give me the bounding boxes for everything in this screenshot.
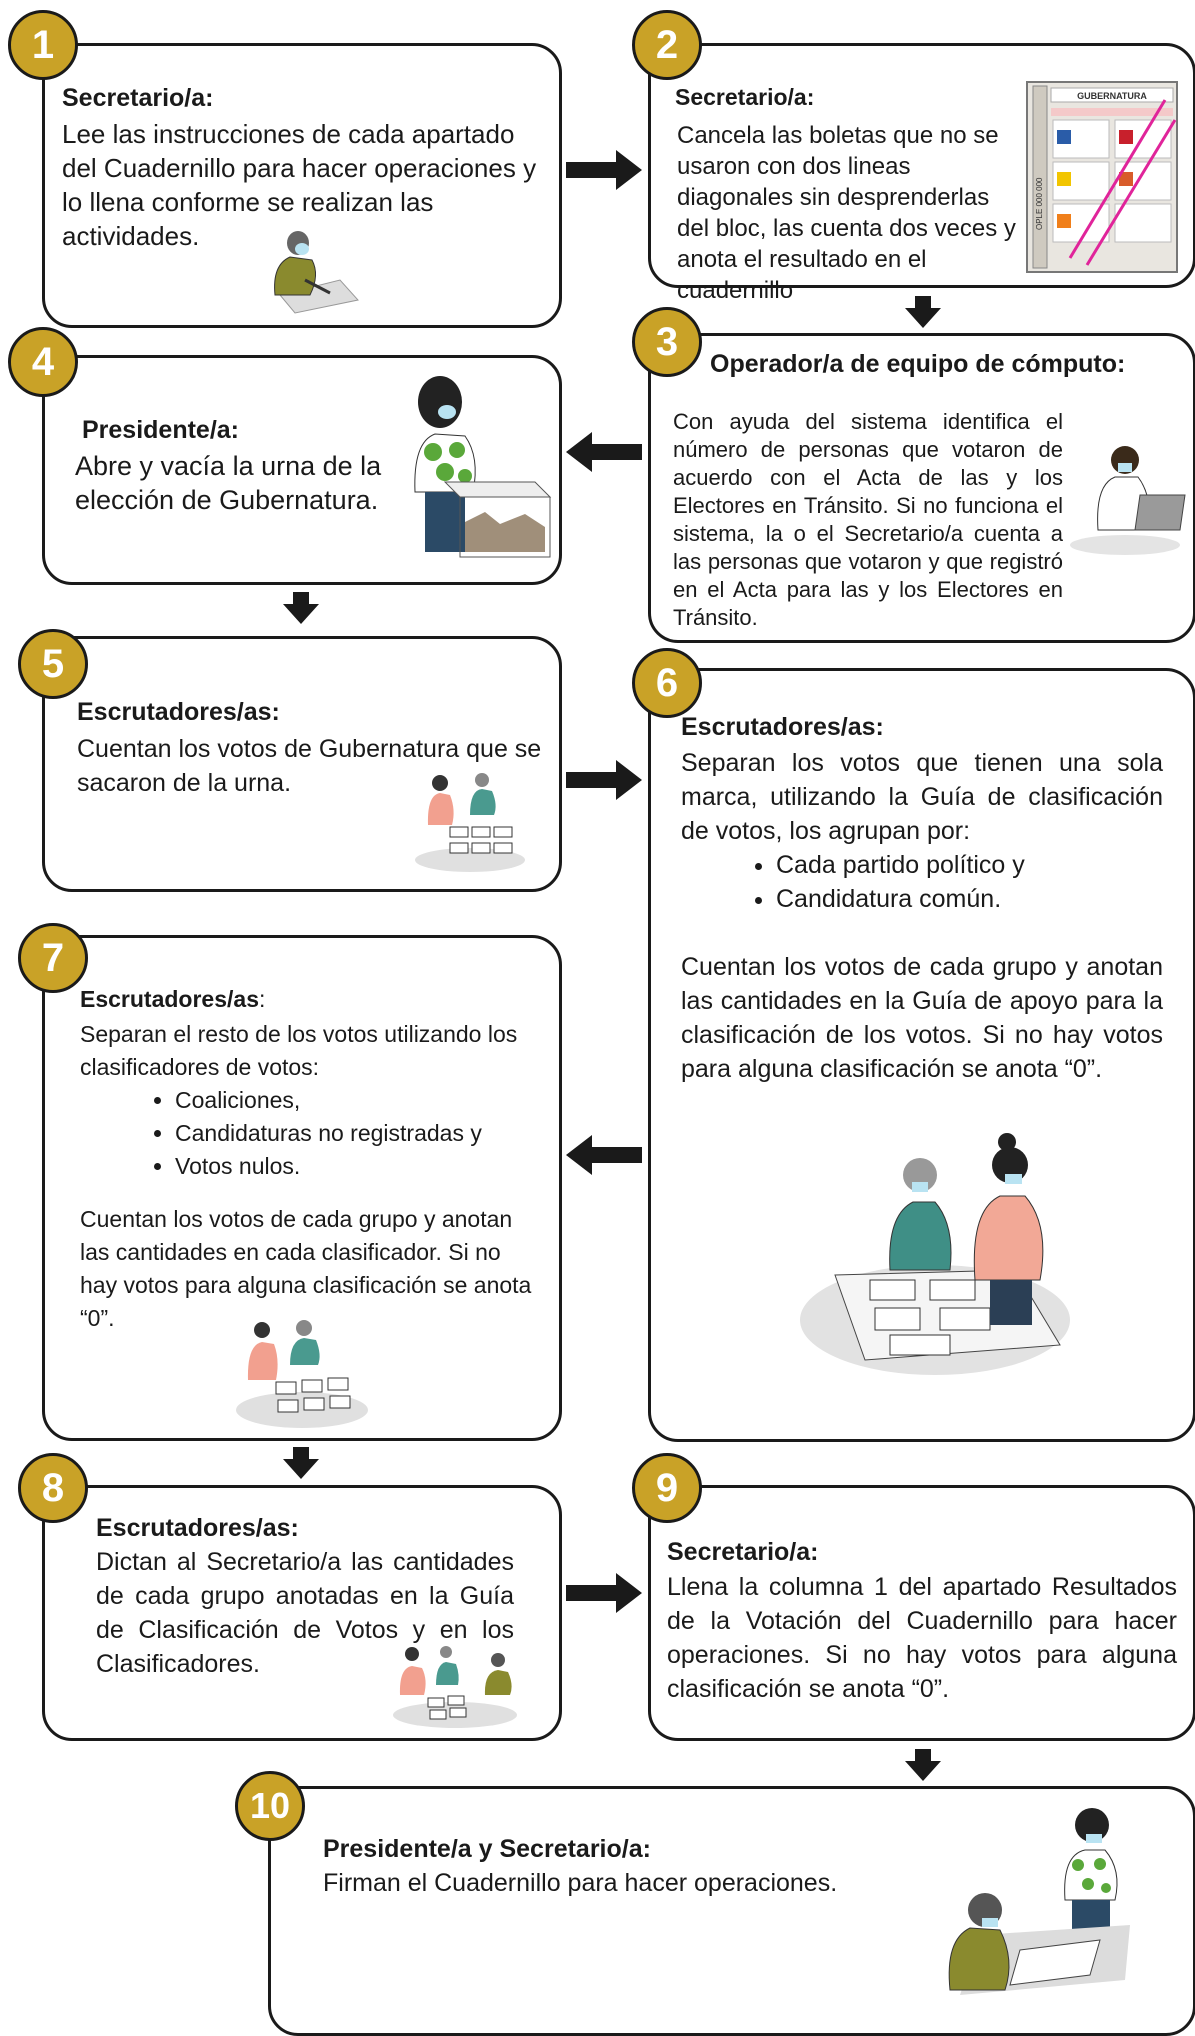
arrow-right-1-to-2 (566, 150, 642, 190)
step-7-bullet: Votos nulos. (175, 1150, 535, 1183)
step-4-number: 4 (8, 327, 78, 397)
step-8-role: Escrutadores/as: (96, 1514, 299, 1542)
arrow-down-9-to-10 (905, 1749, 941, 1781)
scrutineers-counting-illustration-small (415, 773, 525, 872)
arrow-down-4-to-5 (283, 592, 319, 624)
step-1-number: 1 (8, 10, 78, 80)
step-7-number: 7 (18, 923, 88, 993)
step-6-role: Escrutadores/as: (681, 713, 884, 741)
cancelled-ballot-illustration: OPLE 000 000 GUBERNATURA (1026, 81, 1178, 273)
step-6-intro: Separan los votos que tienen una sola ma… (681, 749, 1163, 845)
step-7-followup: Cuentan los votos de cada grupo y anotan… (80, 1206, 532, 1331)
step-7-role: Escrutadores/as: (80, 986, 265, 1013)
step-6-number: 6 (632, 648, 702, 718)
arrow-down-7-to-8 (283, 1447, 319, 1479)
arrow-down-2-to-3 (905, 296, 941, 328)
step-4-role: Presidente/a: (82, 416, 240, 444)
ballot-title: GUBERNATURA (1077, 91, 1147, 101)
step-9-box (648, 1485, 1195, 1741)
arrow-left-3-to-4 (566, 432, 642, 472)
step-10-box (268, 1786, 1195, 2036)
scrutineers-counting-illustration-large (800, 1133, 1070, 1375)
step-4-text: Abre y vacía la urna de la elección de G… (75, 451, 382, 515)
step-6-bullet: Candidatura común. (776, 882, 1163, 916)
arrow-right-5-to-6 (566, 760, 642, 800)
step-7-text: Separan el resto de los votos utilizando… (80, 1018, 535, 1335)
arrow-left-6-to-7 (566, 1135, 642, 1175)
secretary-writing-illustration (274, 231, 359, 314)
step-10-role: Presidente/a y Secretario/a: (323, 1835, 651, 1863)
step-9-number: 9 (632, 1453, 702, 1523)
step-5-text: Cuentan los votos de Gubernatura que se … (77, 735, 542, 797)
ballot-side-label: OPLE 000 000 (1035, 177, 1044, 230)
step-9-text: Llena la columna 1 del apartado Resultad… (667, 1573, 1177, 1703)
step-1-text: Lee las instrucciones de cada apartado d… (62, 119, 537, 251)
step-7-bullet: Coaliciones, (175, 1084, 535, 1117)
scrutineers-classifying-illustration (236, 1320, 368, 1428)
step-3-text: Con ayuda del sistema identifica el núme… (673, 409, 1063, 630)
step-9-role: Secretario/a: (667, 1538, 819, 1566)
scrutineers-dictating-illustration (393, 1646, 517, 1728)
step-5-number: 5 (18, 629, 88, 699)
step-5-role: Escrutadores/as: (77, 698, 280, 726)
step-6-followup: Cuentan los votos de cada grupo y anotan… (681, 953, 1163, 1083)
step-6-text: Separan los votos que tienen una sola ma… (681, 746, 1163, 1086)
arrow-right-8-to-9 (566, 1573, 642, 1613)
step-2-role: Secretario/a: (675, 84, 815, 110)
step-7-bullet-list: Coaliciones, Candidaturas no registradas… (80, 1084, 535, 1183)
president-secretary-signing-illustration (948, 1808, 1130, 1995)
step-6-bullet: Cada partido político y (776, 848, 1163, 882)
step-8-number: 8 (18, 1453, 88, 1523)
step-6-bullet-list: Cada partido político y Candidatura comú… (681, 848, 1163, 916)
step-3-role: Operador/a de equipo de cómputo: (710, 350, 1126, 378)
step-7-role-name: Escrutadores/as (80, 986, 259, 1012)
step-2-text: Cancela las boletas que no se usaron con… (677, 122, 1016, 304)
step-10-text: Firman el Cuadernillo para hacer operaci… (323, 1869, 838, 1897)
step-1-role: Secretario/a: (62, 84, 214, 112)
president-ballot-box-illustration (414, 376, 552, 558)
step-8-text: Dictan al Secretario/a las cantidades de… (96, 1548, 514, 1678)
step-7-role-colon: : (258, 986, 266, 1012)
step-8-box (42, 1485, 562, 1741)
step-10-number: 10 (235, 1771, 305, 1841)
step-7-bullet: Candidaturas no registradas y (175, 1117, 535, 1150)
step-3-number: 3 (632, 307, 702, 377)
step-2-number: 2 (632, 10, 702, 80)
step-7-intro: Separan el resto de los votos utilizando… (80, 1021, 518, 1080)
computer-operator-illustration (1070, 446, 1186, 555)
